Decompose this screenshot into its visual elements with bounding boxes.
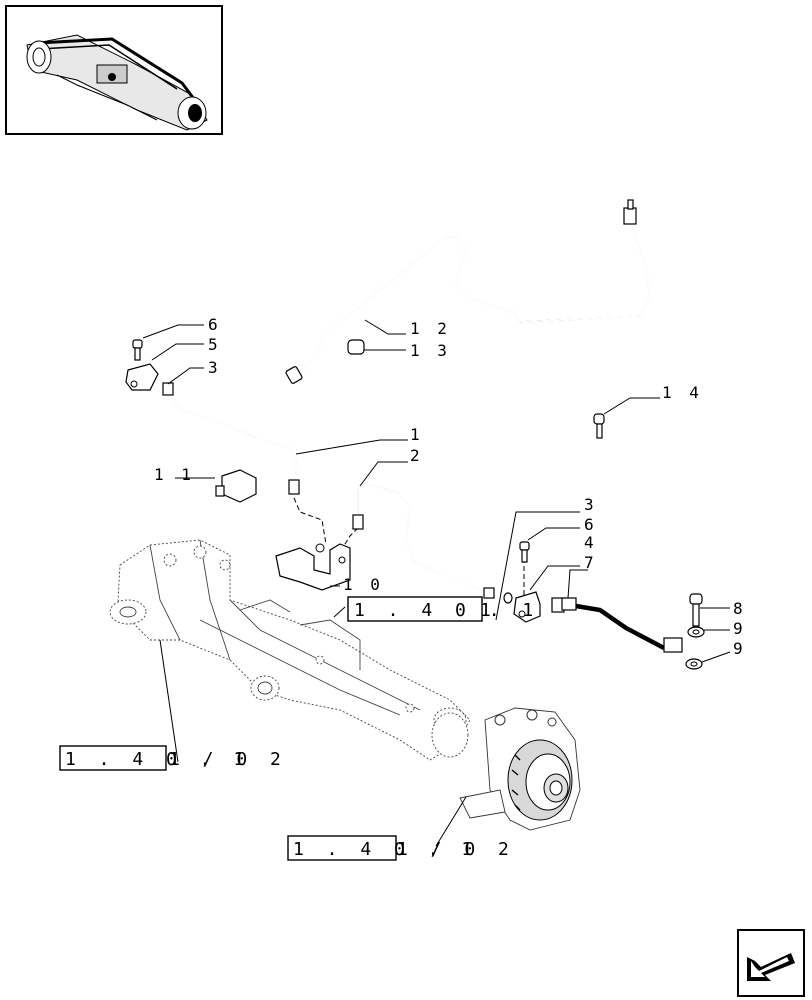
item-10-bracket bbox=[275, 543, 351, 591]
reference-tail-1: 1 bbox=[480, 600, 497, 621]
brake-pipe-2 bbox=[352, 483, 495, 599]
callout-9-lower: 9 bbox=[733, 639, 747, 658]
callout-7: 7 bbox=[584, 553, 598, 572]
alignment-line-1 bbox=[293, 497, 327, 545]
callout-8: 8 bbox=[733, 599, 747, 618]
axle-thumbnail-drawing bbox=[26, 34, 208, 131]
reference-1-40-11[interactable]: 1 . 4 0 . 1 1 bbox=[347, 596, 539, 622]
reference-1-40-11-02-left[interactable]: 1 . 4 0 . 1 1 / 0 2 bbox=[59, 745, 287, 771]
wheel-hub bbox=[459, 707, 581, 831]
alignment-line-2 bbox=[339, 527, 359, 553]
reference-box-text-2: 1 . 4 0 . 1 bbox=[65, 749, 250, 770]
item-7-flexible-hose bbox=[561, 597, 683, 653]
callout-3-left: 3 bbox=[208, 358, 222, 377]
brake-pipe-1 bbox=[169, 395, 300, 495]
callout-1: 1 bbox=[410, 425, 424, 444]
callout-14: 1 4 bbox=[662, 383, 703, 402]
callout-6-left: 6 bbox=[208, 315, 222, 334]
leader-lines bbox=[142, 319, 731, 847]
assembly-thumbnail bbox=[5, 5, 223, 135]
brake-pipe-12 bbox=[285, 199, 651, 384]
axle-housing-ghost bbox=[109, 539, 471, 761]
items-8-9-banjo-bolt bbox=[685, 593, 705, 670]
reference-box-text-1: 1 . 4 0 . 1 bbox=[354, 600, 539, 621]
item-11-bracket bbox=[215, 469, 257, 503]
callout-4: 4 bbox=[584, 533, 598, 552]
callout-3-right: 3 bbox=[584, 495, 598, 514]
callout-10: 1 0 bbox=[343, 575, 384, 594]
reference-box-text-3: 1 . 4 0 . 1 bbox=[293, 839, 478, 860]
callout-2: 2 bbox=[410, 446, 424, 465]
callout-5: 5 bbox=[208, 335, 222, 354]
next-page-arrow-icon bbox=[747, 953, 795, 981]
item-14-bolt bbox=[593, 413, 605, 439]
left-fitting-cluster bbox=[125, 339, 174, 396]
reference-1-40-11-02-bottom[interactable]: 1 . 4 0 . 1 1 / 0 2 bbox=[287, 835, 515, 861]
callout-13: 1 3 bbox=[410, 341, 451, 360]
next-page-button[interactable] bbox=[737, 929, 805, 997]
right-fitting-cluster bbox=[503, 541, 565, 623]
reference-tail-3: 1 / 0 2 bbox=[397, 839, 515, 860]
callout-6-right: 6 bbox=[584, 515, 598, 534]
callout-12: 1 2 bbox=[410, 319, 451, 338]
callout-9-upper: 9 bbox=[733, 619, 747, 638]
item-13-sleeve bbox=[347, 339, 365, 355]
reference-tail-2: 1 / 0 2 bbox=[169, 749, 287, 770]
callout-11: 1 1 bbox=[154, 465, 195, 484]
